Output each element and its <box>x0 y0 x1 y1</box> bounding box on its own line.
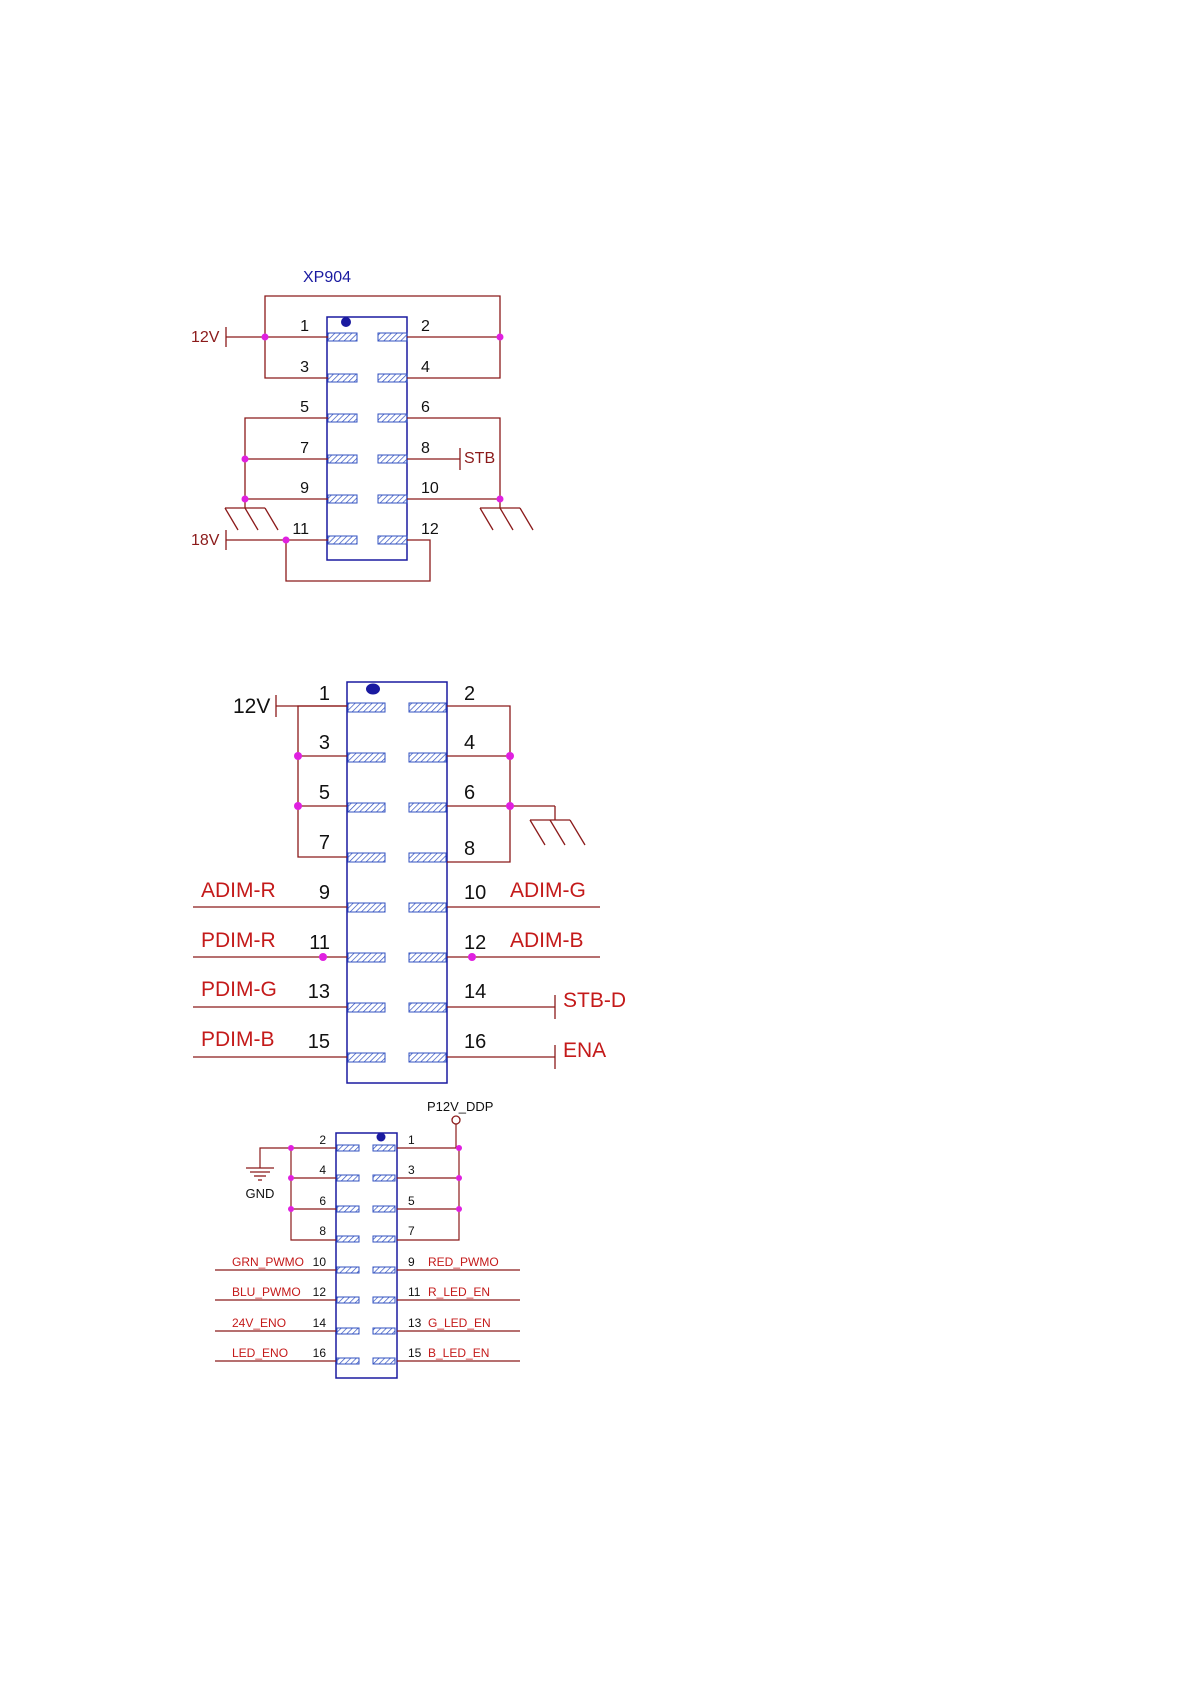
net-label-led-eno: LED_ENO <box>232 1346 288 1360</box>
pin-number: 4 <box>421 359 430 376</box>
pin-number: 2 <box>319 1133 326 1147</box>
net-label-12v: 12V <box>233 695 270 718</box>
net-label-ena: ENA <box>563 1039 606 1062</box>
pin-number: 11 <box>309 932 330 954</box>
pin1-marker-icon <box>366 684 380 695</box>
net-label-gnd: GND <box>246 1186 275 1201</box>
pin-number: 1 <box>319 683 330 705</box>
schematic-connector-16pin-a: 1 2 3 4 5 6 7 8 9 10 11 12 13 14 15 16 1… <box>193 682 626 1083</box>
net-label-adim-r: ADIM-R <box>201 879 276 902</box>
net-label-stb: STB <box>464 450 495 467</box>
pin-number: 8 <box>319 1224 326 1238</box>
pin-number: 2 <box>421 318 430 335</box>
pin-number: 1 <box>300 318 309 335</box>
pin-number: 15 <box>408 1346 422 1360</box>
pin-number: 14 <box>313 1316 327 1330</box>
net-label-grn-pwmo: GRN_PWMO <box>232 1255 304 1269</box>
pin-number: 12 <box>421 521 439 538</box>
schematic-connector-16pin-b: P12V_DDP <box>215 1099 520 1378</box>
connector-pads <box>328 333 407 544</box>
net-label-18v: 18V <box>191 532 220 549</box>
pin-number: 15 <box>308 1031 330 1053</box>
pin-number: 6 <box>464 782 475 804</box>
pin-number: 5 <box>319 782 330 804</box>
pin-number: 9 <box>408 1255 415 1269</box>
pin-number: 13 <box>308 981 330 1003</box>
pin-number: 10 <box>313 1255 327 1269</box>
pin-number: 3 <box>319 732 330 754</box>
net-label-12v: 12V <box>191 329 220 346</box>
net-label-r-led-en: R_LED_EN <box>428 1285 490 1299</box>
pin-number: 13 <box>408 1316 422 1330</box>
pin-number: 16 <box>313 1346 327 1360</box>
pin-number: 4 <box>319 1163 326 1177</box>
pin-number: 11 <box>408 1285 421 1299</box>
net-label-g-led-en: G_LED_EN <box>428 1316 491 1330</box>
net-label-blu-pwmo: BLU_PWMO <box>232 1285 301 1299</box>
pin-number: 8 <box>464 838 475 860</box>
junctions <box>242 334 504 544</box>
pin-number: 12 <box>464 932 486 954</box>
pin-number: 16 <box>464 1031 486 1053</box>
net-label-adim-g: ADIM-G <box>510 879 586 902</box>
connector-pads <box>337 1145 395 1364</box>
pin-number: 5 <box>408 1194 415 1208</box>
pin-number: 9 <box>300 480 309 497</box>
connector-pads <box>348 703 446 1062</box>
pin-number: 6 <box>319 1194 326 1208</box>
net-label-pdim-r: PDIM-R <box>201 929 276 952</box>
ref-designator: XP904 <box>303 269 351 286</box>
net-label-24v-eno: 24V_ENO <box>232 1316 286 1330</box>
connector-body <box>347 682 447 1083</box>
pin-number: 10 <box>421 480 439 497</box>
net-label-b-led-en: B_LED_EN <box>428 1346 489 1360</box>
pin-number: 3 <box>300 359 309 376</box>
schematic-xp904: XP904 <box>191 269 533 581</box>
net-label-p12v-ddp: P12V_DDP <box>427 1099 493 1114</box>
connector-body <box>327 317 407 560</box>
pin-number: 7 <box>319 832 330 854</box>
net-label-stb-d: STB-D <box>563 989 626 1012</box>
net-label-pdim-b: PDIM-B <box>201 1028 275 1051</box>
pin-number: 10 <box>464 882 486 904</box>
pin-number: 11 <box>292 521 309 538</box>
pin-number: 8 <box>421 440 430 457</box>
net-label-red-pwmo: RED_PWMO <box>428 1255 499 1269</box>
pin-number: 7 <box>300 440 309 457</box>
gnd-icon <box>246 1168 274 1180</box>
pin-number: 6 <box>421 399 430 416</box>
pin1-marker-icon <box>341 317 351 327</box>
pin-number: 3 <box>408 1163 415 1177</box>
pin-number: 4 <box>464 732 475 754</box>
pin-number: 7 <box>408 1224 415 1238</box>
net-label-pdim-g: PDIM-G <box>201 978 277 1001</box>
power-port-icon <box>452 1116 460 1124</box>
pin-number: 9 <box>319 882 330 904</box>
pin-number: 1 <box>408 1133 415 1147</box>
pin-number: 5 <box>300 399 309 416</box>
connector-body <box>336 1133 397 1378</box>
pin-number: 14 <box>464 981 486 1003</box>
net-label-adim-b: ADIM-B <box>510 929 584 952</box>
pin-number: 2 <box>464 683 475 705</box>
pin1-marker-icon <box>377 1133 386 1142</box>
pin-number: 12 <box>313 1285 327 1299</box>
